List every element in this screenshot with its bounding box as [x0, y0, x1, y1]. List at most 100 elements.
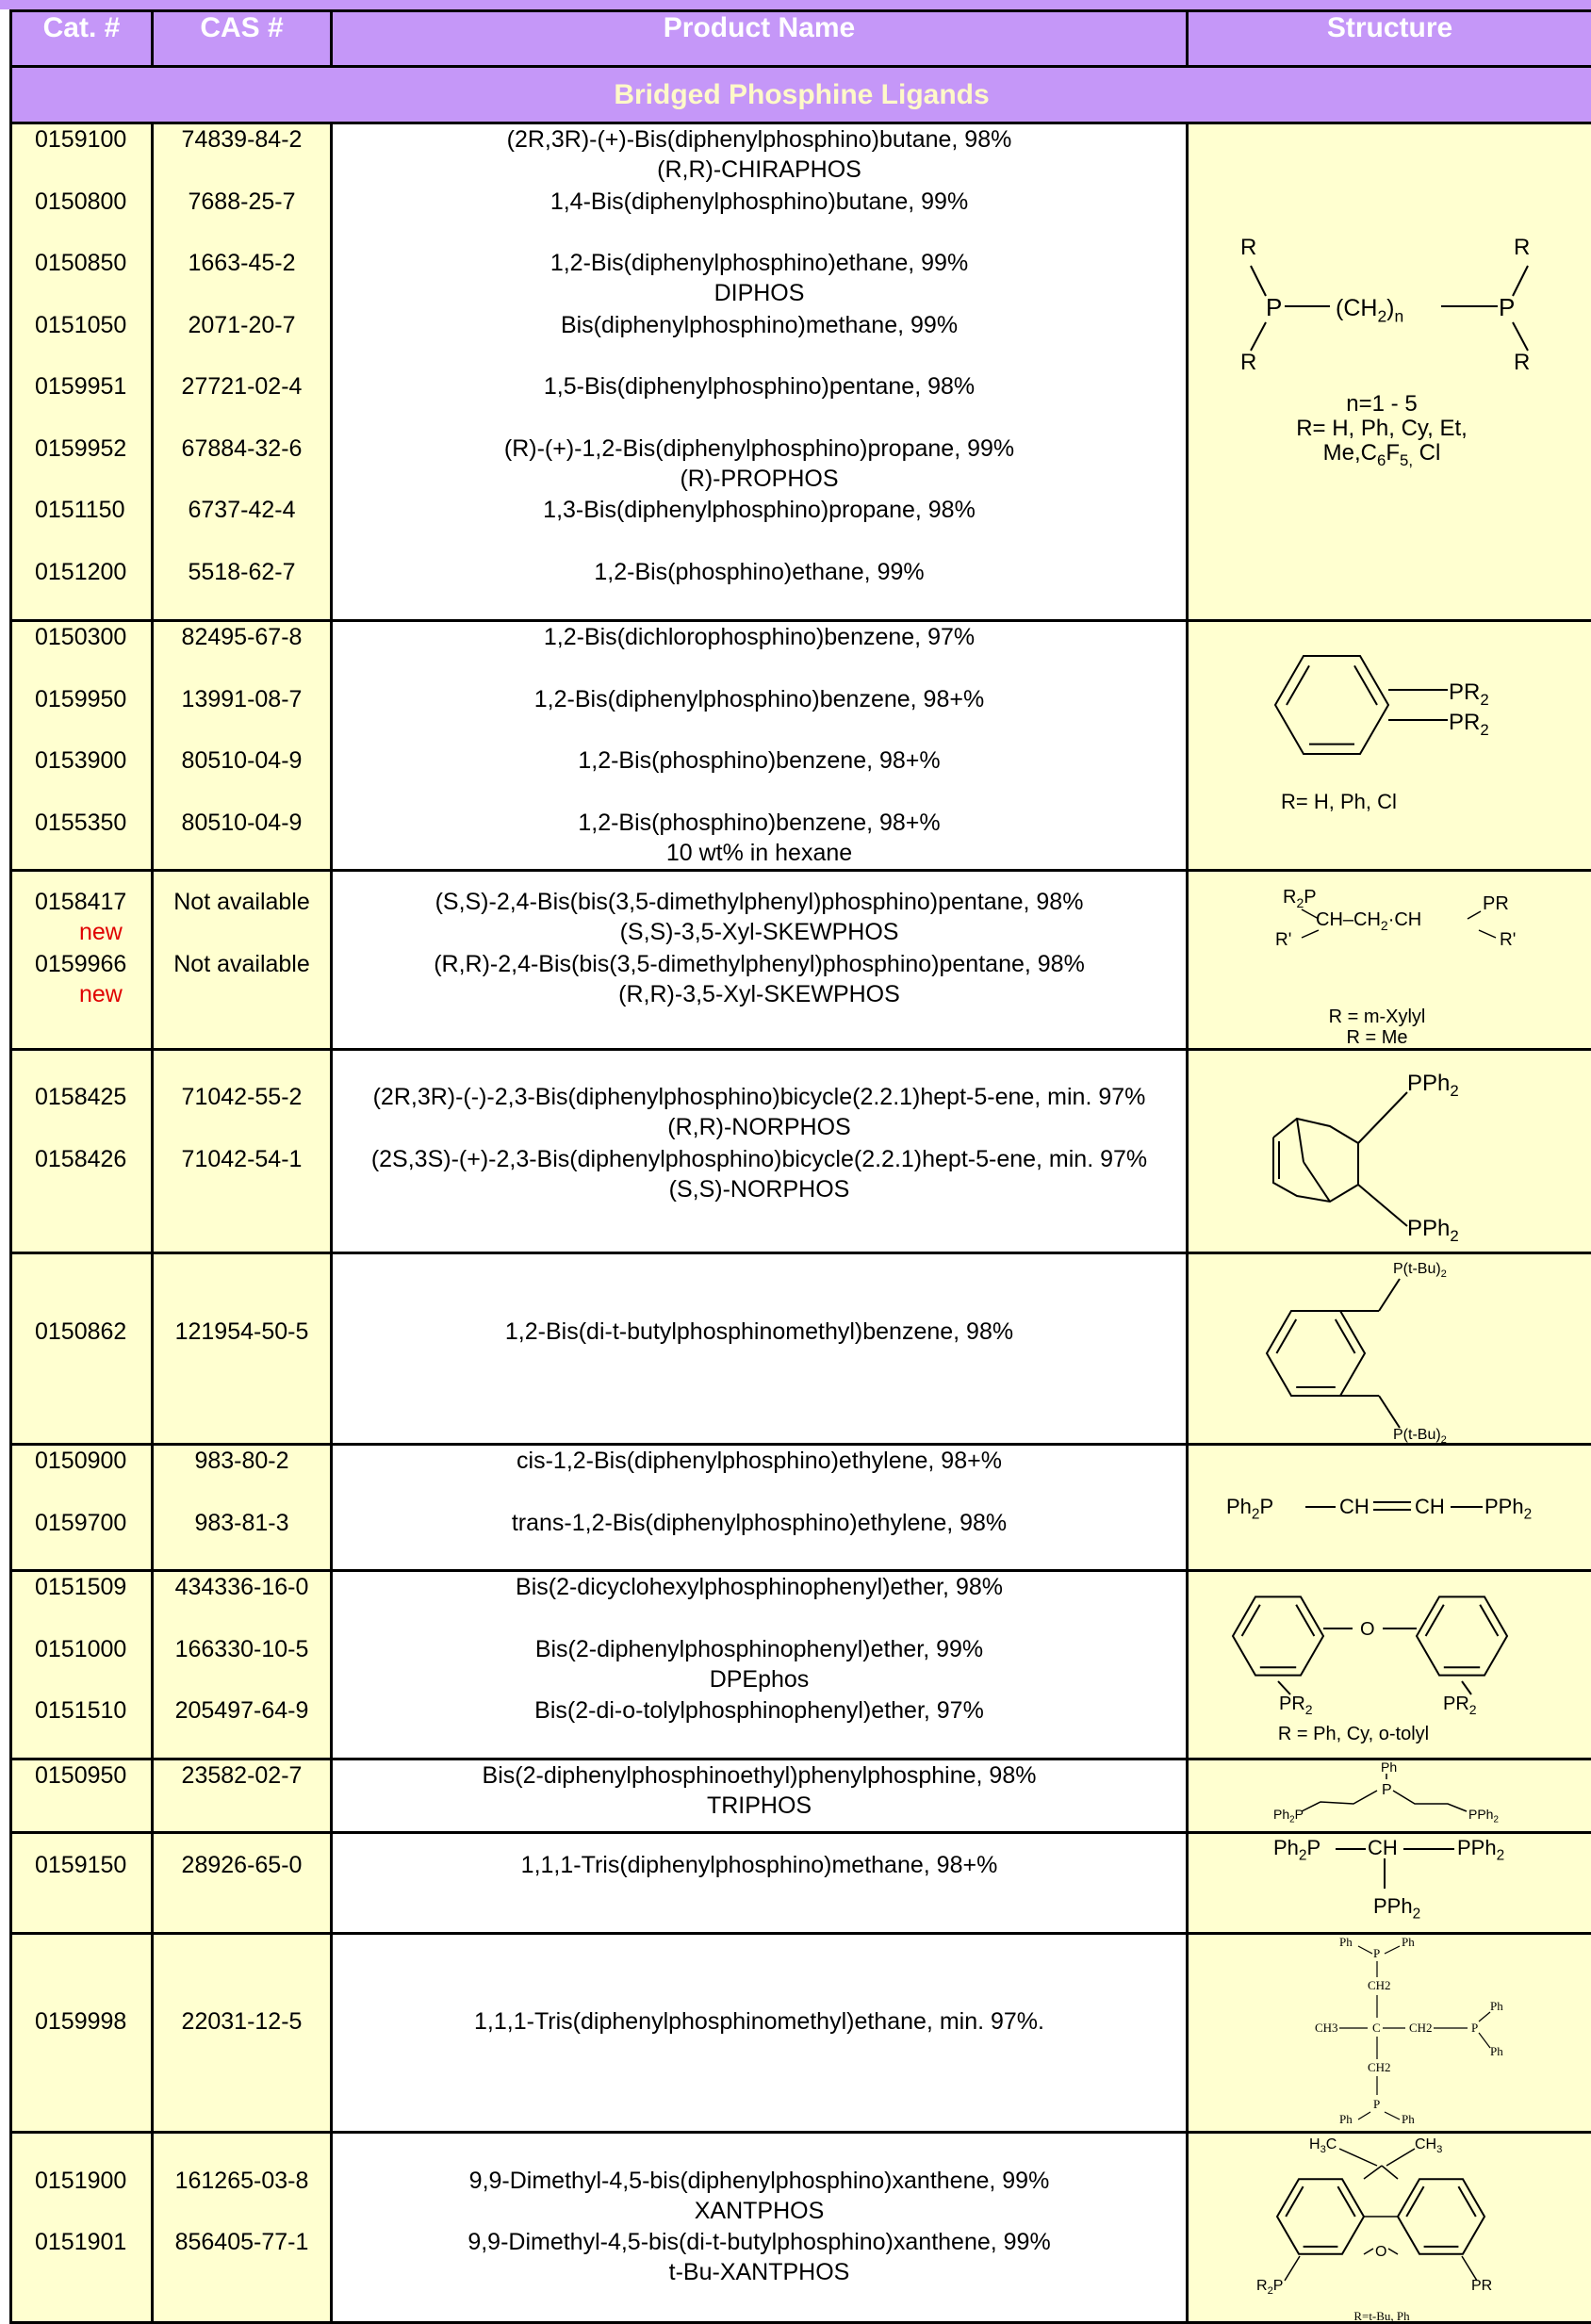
- structure-label: Me,C6F5, Cl: [1323, 440, 1441, 469]
- cas-line: 27721-02-4: [154, 371, 330, 434]
- cas-line: 67884-32-6: [154, 434, 330, 496]
- product-table: Cat. # CAS # Product Name Structure Brid…: [9, 9, 1591, 2324]
- label-part: P: [1304, 887, 1316, 908]
- bond-line: [1304, 1162, 1330, 1202]
- cat-line: 0150862: [12, 1317, 151, 1379]
- ring-shape: [1275, 656, 1388, 754]
- cas-line: 205497-64-9: [154, 1695, 330, 1758]
- product-name: 1,5-Bis(diphenylphosphino)pentane, 98%: [333, 371, 1186, 401]
- structure-label: PPh2: [1373, 1894, 1420, 1923]
- structure-label: P: [1382, 1782, 1392, 1798]
- cas-line: 82495-67-8: [154, 622, 330, 684]
- cas-line: 28926-65-0: [154, 1850, 330, 1912]
- product-line: Bis(2-di-o-tolylphosphinophenyl)ether, 9…: [333, 1695, 1186, 1758]
- product-alias: (R,R)-3,5-Xyl-SKEWPHOS: [333, 979, 1186, 1009]
- bond-line: [1251, 266, 1266, 296]
- cat-line: 0151150: [12, 495, 151, 557]
- label-part: PPh: [1468, 1807, 1493, 1822]
- label-part: ): [1386, 295, 1394, 321]
- label-part: P(t-Bu): [1393, 1427, 1441, 1443]
- cas-number: Not available: [154, 949, 330, 979]
- structure-label: R': [1500, 930, 1516, 950]
- cat-line: 0159952: [12, 434, 151, 496]
- cat-line: 0150850: [12, 248, 151, 310]
- cat-line: 0151050: [12, 310, 151, 372]
- label-part: 2: [1450, 1227, 1458, 1245]
- label-part: PPh: [1457, 1836, 1497, 1859]
- structure-label: H3C: [1309, 2136, 1337, 2155]
- label-part: PPh: [1407, 1071, 1450, 1096]
- cat-number: 0151050: [35, 310, 151, 340]
- label-part: Ph: [1273, 1836, 1299, 1859]
- cat-line: 0158425: [12, 1082, 151, 1144]
- structure-label: CH–CH2·CH: [1316, 909, 1421, 933]
- product-line: cis-1,2-Bis(diphenylphosphino)ethylene, …: [333, 1446, 1186, 1508]
- bond-line: [1339, 2149, 1377, 2166]
- label-part: P(t-Bu): [1393, 1261, 1441, 1277]
- structure-label: Ph2P: [1273, 1807, 1304, 1825]
- structure-label: CH: [1339, 1495, 1370, 1518]
- structure-label: Ph2P: [1273, 1836, 1320, 1864]
- product-name: (2S,3S)-(+)-2,3-Bis(diphenylphosphino)bi…: [333, 1144, 1186, 1174]
- structure-label: P(t-Bu)2: [1393, 1427, 1447, 1445]
- cas-number-cell: 71042-55-2 71042-54-1: [153, 1050, 332, 1253]
- cas-line: 74839-84-2: [154, 124, 330, 187]
- structure-label: CH3: [1315, 2021, 1338, 2035]
- section-title: Bridged Phosphine Ligands: [11, 67, 1591, 123]
- product-name-cell: (S,S)-2,4-Bis(bis(3,5-dimethylphenyl)pho…: [332, 871, 1188, 1050]
- bond-line: [1242, 1605, 1260, 1636]
- bond-line: [1385, 1946, 1400, 1954]
- label-part: ·CH: [1388, 909, 1422, 930]
- new-badge: new: [35, 979, 151, 1009]
- structure-label: CH2: [1368, 2060, 1391, 2074]
- chain-line: [1393, 1791, 1467, 1811]
- product-name: (R)-(+)-1,2-Bis(diphenylphosphino)propan…: [333, 434, 1186, 464]
- structure-label: CH2: [1409, 2021, 1433, 2035]
- product-line: 1,2-Bis(phosphino)benzene, 98+%: [333, 745, 1186, 808]
- header-cat-number: Cat. #: [11, 11, 153, 67]
- label-part: 2: [1296, 895, 1304, 910]
- cas-number: 71042-55-2: [154, 1082, 330, 1112]
- cas-line: 161265-03-8: [154, 2166, 330, 2228]
- cas-number: 983-80-2: [154, 1446, 330, 1476]
- structure-label: Ph: [1402, 2112, 1415, 2126]
- cat-number: 0150950: [35, 1760, 151, 1791]
- structure-label: R=t-Bu, Ph: [1353, 2309, 1410, 2323]
- structure-label: O: [1375, 2244, 1386, 2260]
- cat-number: 0150800: [35, 187, 151, 217]
- label-part: PR: [1449, 679, 1480, 705]
- label-part: 6: [1377, 451, 1386, 469]
- label-part: PR: [1471, 2278, 1492, 2294]
- structure-label: PR2: [1443, 1694, 1477, 1717]
- bond-line: [1336, 1319, 1355, 1353]
- product-name: Bis(2-dicyclohexylphosphinophenyl)ether,…: [333, 1572, 1186, 1602]
- cas-number: 27721-02-4: [154, 371, 330, 401]
- bond-line: [1287, 665, 1309, 705]
- structure-label: P(t-Bu)2: [1393, 1261, 1447, 1280]
- structure-s5-diagram: P(t-Bu)2P(t-Bu)2: [1189, 1254, 1591, 1445]
- product-line: 1,2-Bis(di-t-butylphosphinomethyl)benzen…: [333, 1317, 1186, 1379]
- ring-shape: [1233, 1596, 1323, 1675]
- product-name: Bis(2-di-o-tolylphosphinophenyl)ether, 9…: [333, 1695, 1186, 1726]
- structure-label: P: [1373, 2097, 1380, 2111]
- label-part: CH: [1415, 2136, 1436, 2152]
- header-structure: Structure: [1188, 11, 1591, 67]
- cas-line: 121954-50-5: [154, 1317, 330, 1379]
- cas-number-cell: 28926-65-0: [153, 1832, 332, 1933]
- structure-label: R = Ph, Cy, o-tolyl: [1278, 1724, 1429, 1744]
- cas-number: 71042-54-1: [154, 1144, 330, 1174]
- cat-number: 0158417: [35, 887, 151, 917]
- product-alias: (S,S)-3,5-Xyl-SKEWPHOS: [333, 917, 1186, 947]
- cas-number: Not available: [154, 887, 330, 917]
- cat-number: 0150300: [35, 622, 151, 652]
- cas-number: 166330-10-5: [154, 1634, 330, 1664]
